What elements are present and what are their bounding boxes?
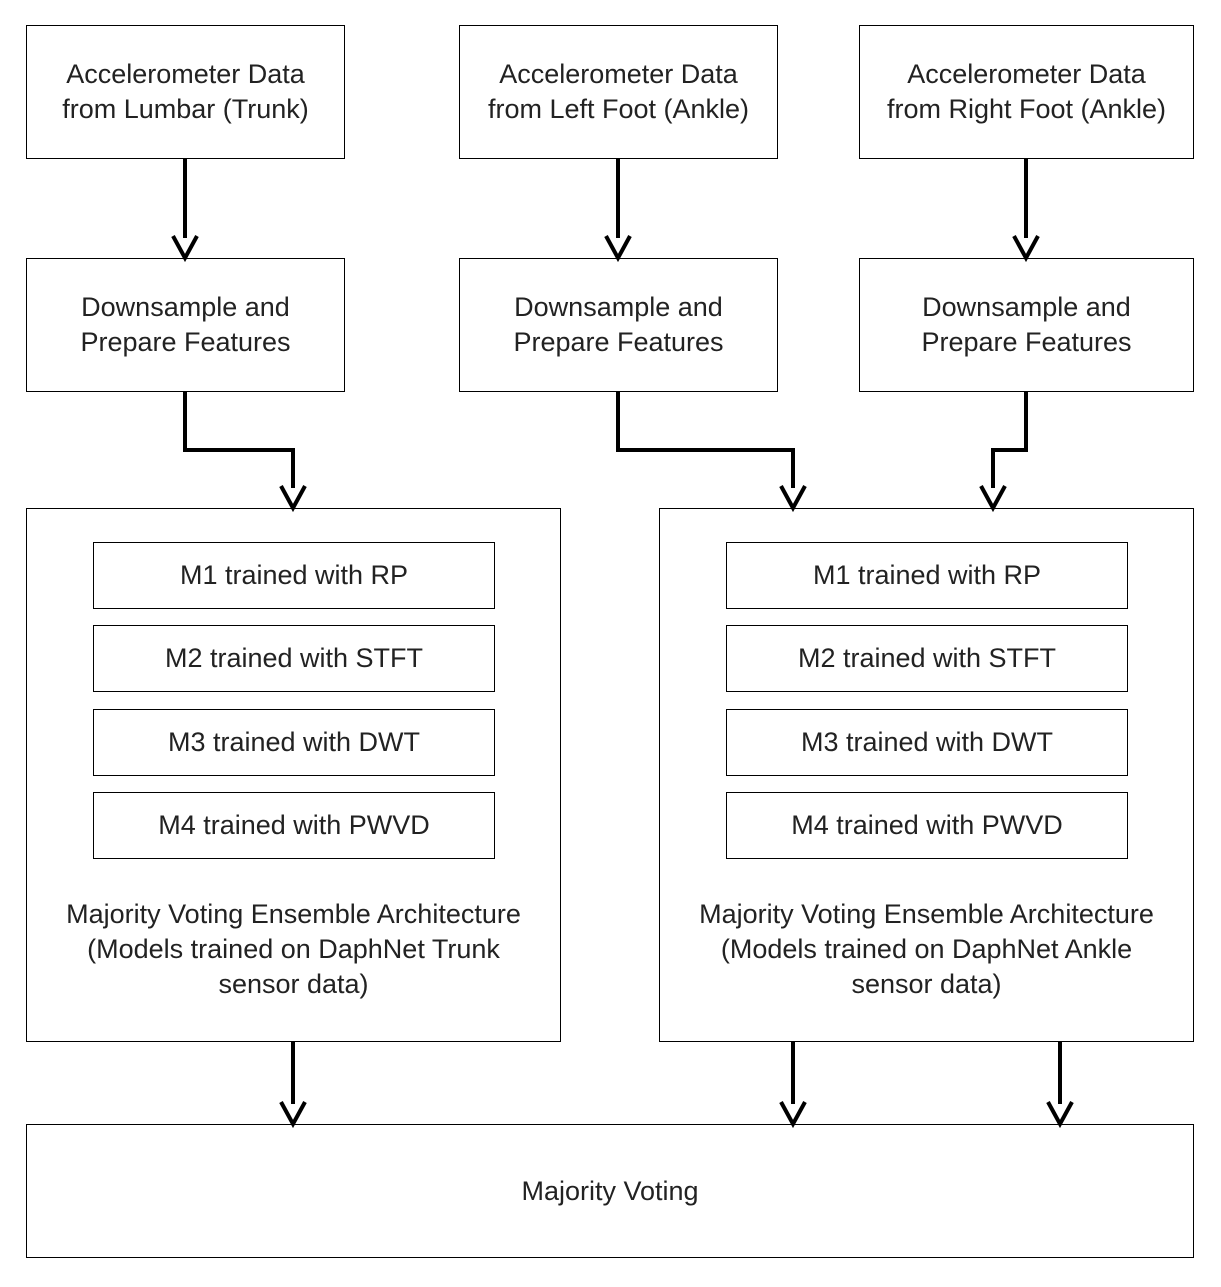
arrowhead — [604, 235, 632, 263]
source-lumbar-box: Accelerometer Data from Lumbar (Trunk) — [26, 25, 345, 159]
ensemble-trunk-container: M1 trained with RP M2 trained with STFT … — [26, 508, 561, 1042]
arrowhead — [1046, 1101, 1074, 1129]
model-m1-box: M1 trained with RP — [93, 542, 495, 609]
final-majority-voting-box: Majority Voting — [26, 1124, 1194, 1258]
ensemble-trunk-caption: Majority Voting Ensemble Architecture (M… — [66, 899, 521, 999]
arrowhead — [279, 1101, 307, 1129]
arrowhead — [279, 485, 307, 513]
arrowhead — [779, 1101, 807, 1129]
arrowhead — [779, 485, 807, 513]
source-right-foot-box: Accelerometer Data from Right Foot (Ankl… — [859, 25, 1194, 159]
model-m3-box: M3 trained with DWT — [93, 709, 495, 776]
model-m4-box: M4 trained with PWVD — [726, 792, 1128, 859]
ensemble-ankle-caption: Majority Voting Ensemble Architecture (M… — [699, 899, 1154, 999]
preprocess-lumbar-box: Downsample and Prepare Features — [26, 258, 345, 392]
arrow-left-preprocess-to-ensemble — [616, 392, 795, 488]
model-m4-box: M4 trained with PWVD — [93, 792, 495, 859]
preprocess-right-foot-box: Downsample and Prepare Features — [859, 258, 1194, 392]
arrowhead — [171, 235, 199, 263]
source-left-foot-box: Accelerometer Data from Left Foot (Ankle… — [459, 25, 778, 159]
arrow-right-preprocess-to-ensemble — [991, 392, 1028, 488]
model-m2-box: M2 trained with STFT — [93, 625, 495, 692]
arrowhead — [1012, 235, 1040, 263]
model-m2-box: M2 trained with STFT — [726, 625, 1128, 692]
model-m1-box: M1 trained with RP — [726, 542, 1128, 609]
ensemble-ankle-container: M1 trained with RP M2 trained with STFT … — [659, 508, 1194, 1042]
arrow-lumbar-preprocess-to-ensemble — [183, 392, 295, 488]
arrowhead — [979, 485, 1007, 513]
model-m3-box: M3 trained with DWT — [726, 709, 1128, 776]
